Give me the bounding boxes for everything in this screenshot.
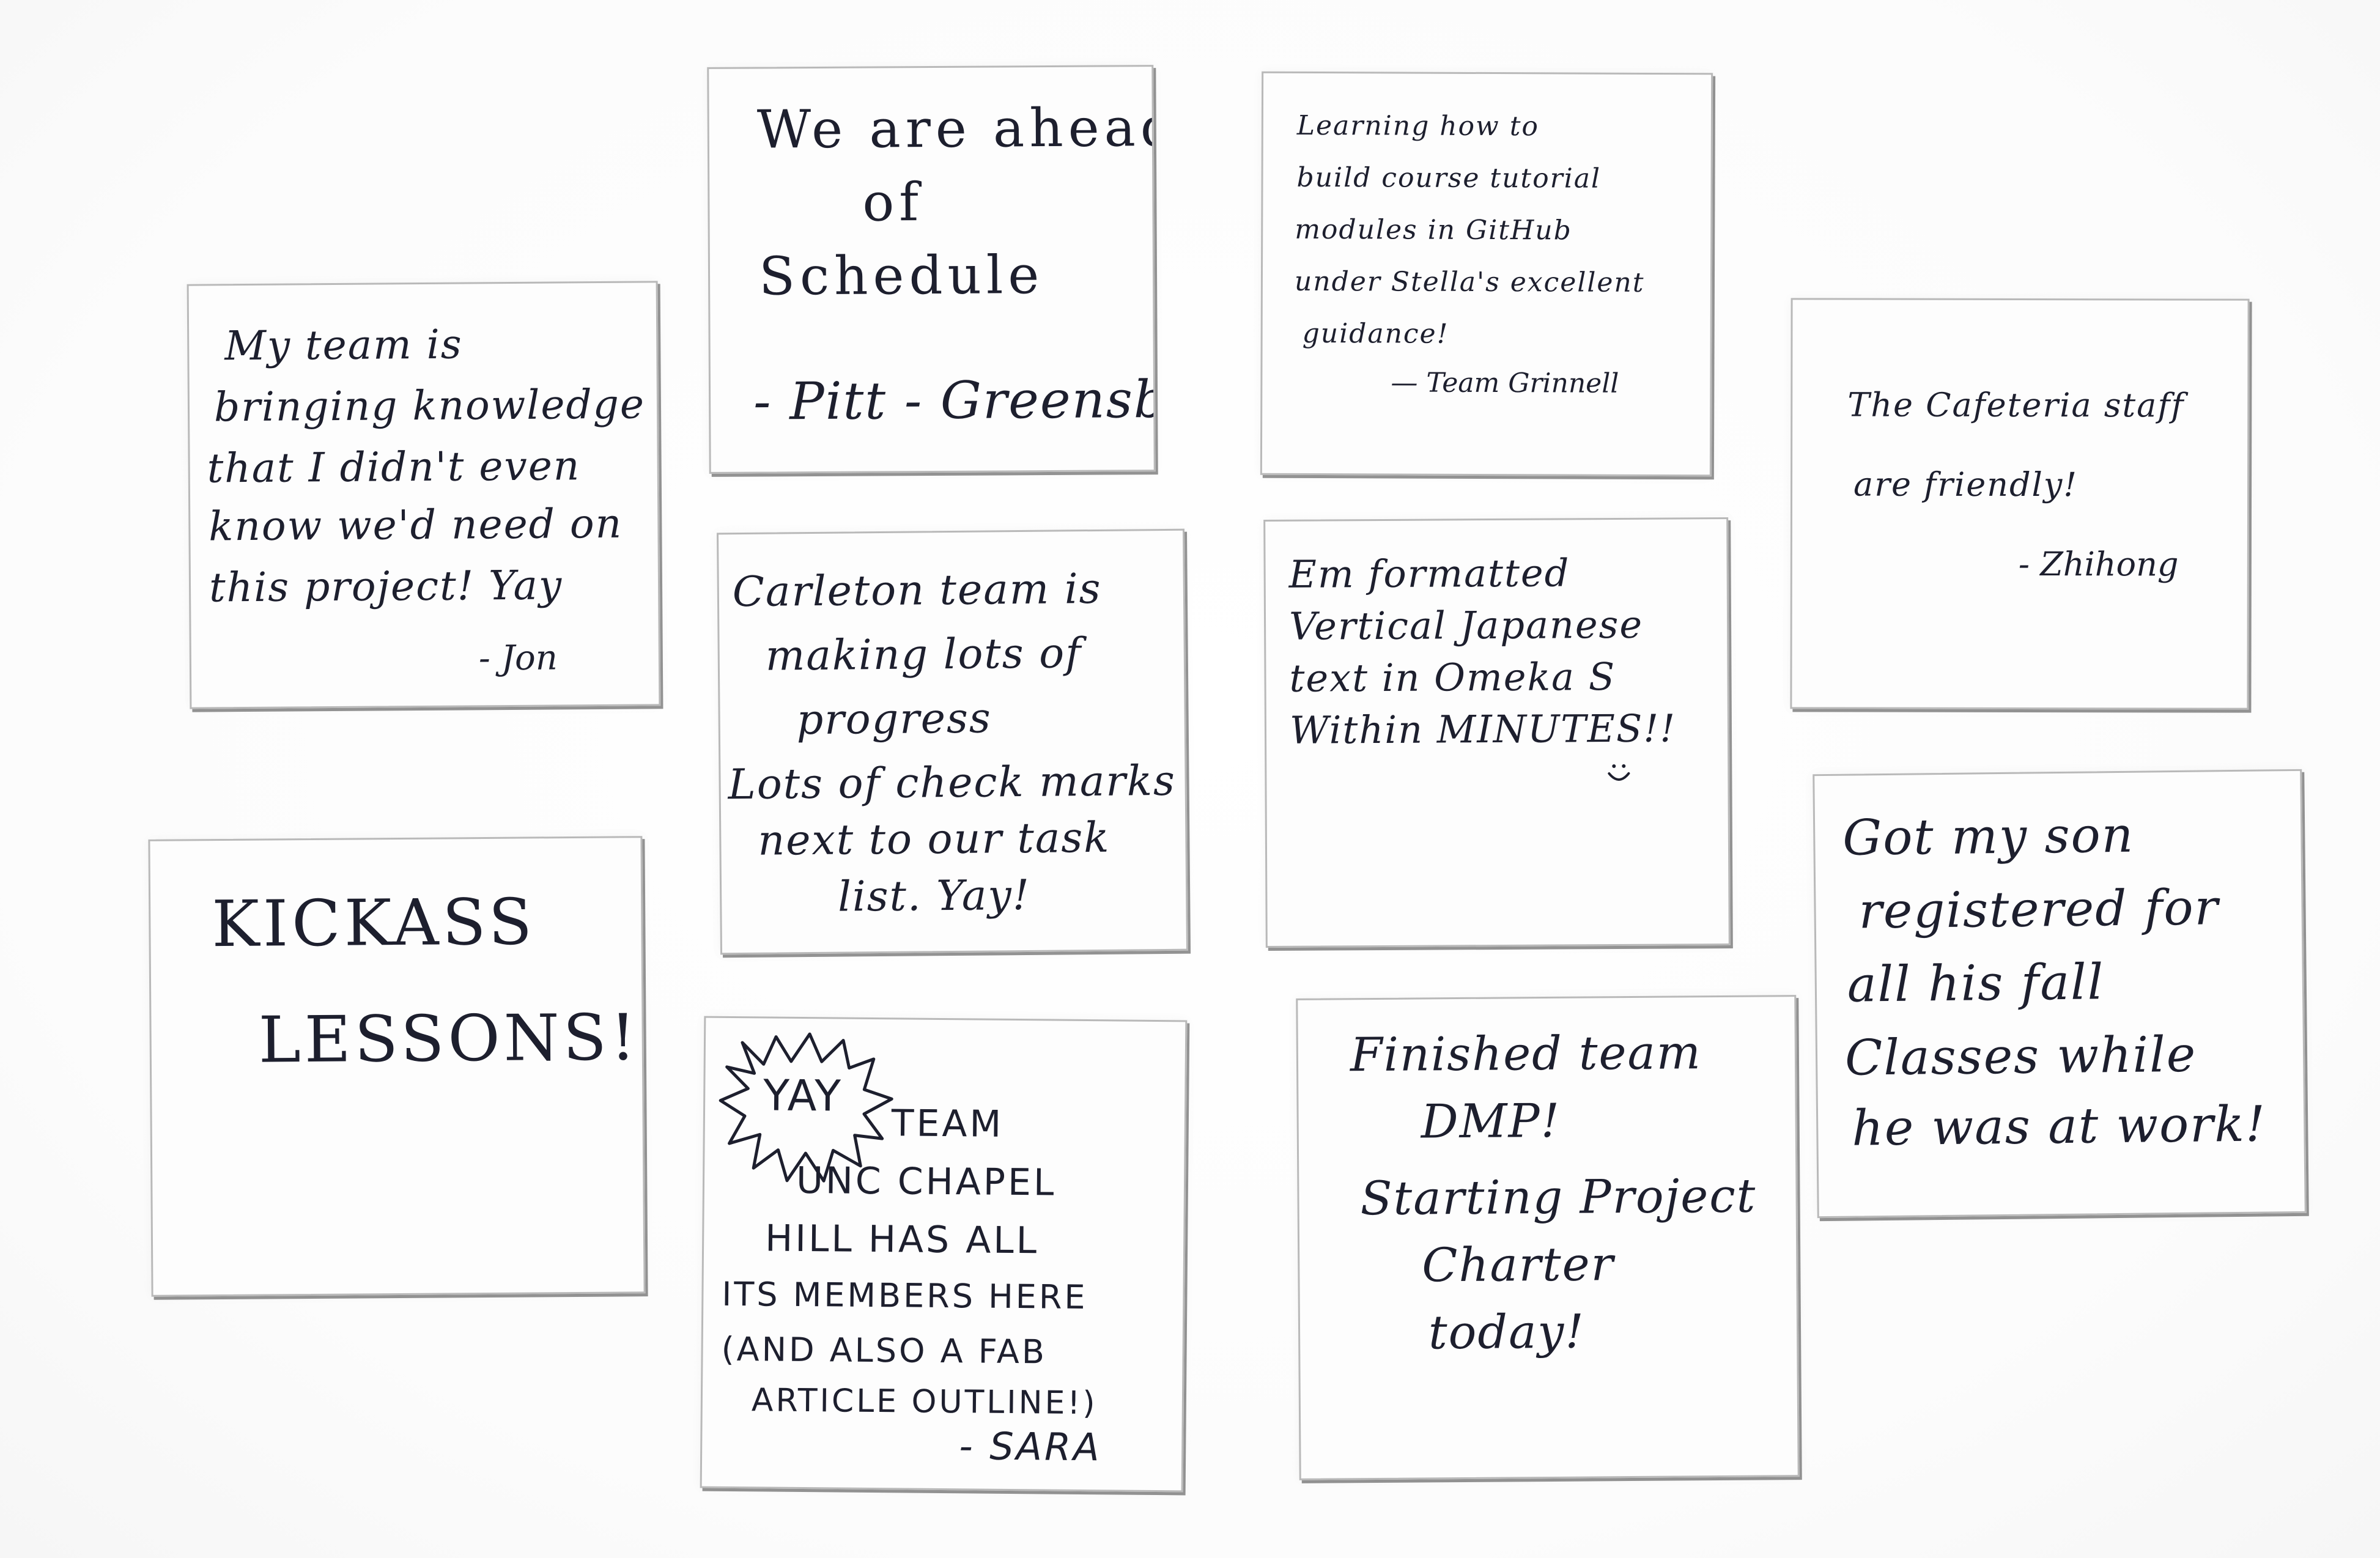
note-text-line: today!	[1428, 1304, 1586, 1360]
sticky-note-kickass-lessons: KICKASS LESSONS!	[148, 836, 646, 1297]
note-text-line: next to our task	[758, 813, 1111, 865]
note-text-line: Classes while	[1844, 1025, 2197, 1087]
note-text-line: Schedule	[758, 245, 1044, 308]
sticky-note-team-grinnell: Learning how to build course tutorial mo…	[1260, 71, 1713, 477]
note-text-line: ITS MEMBERS HERE	[722, 1274, 1088, 1317]
note-text-line: DMP!	[1421, 1093, 1561, 1149]
note-text-line: The Cafeteria staff	[1847, 385, 2185, 425]
note-text-line: ARTICLE OUTLINE!)	[751, 1382, 1098, 1422]
note-text-line: bringing knowledge	[213, 380, 646, 431]
note-text-line: making lots of	[765, 629, 1082, 681]
note-text-line: build course tutorial	[1296, 161, 1602, 194]
note-text-line: he was at work!	[1851, 1095, 2267, 1157]
note-text-line: list. Yay!	[837, 871, 1031, 921]
smiley-icon	[1608, 764, 1630, 781]
note-text-line: TEAM	[891, 1102, 1004, 1146]
note-signature: - SARA	[958, 1423, 1102, 1470]
sticky-note-carleton: Carleton team is making lots of progress…	[717, 528, 1188, 955]
note-text-line: UNC CHAPEL	[796, 1159, 1057, 1205]
note-text-line: of	[862, 172, 924, 234]
note-text-line: guidance!	[1302, 317, 1449, 350]
note-text-line: (AND ALSO A FAB	[721, 1329, 1048, 1372]
note-text-line: modules in GitHub	[1295, 213, 1572, 246]
note-text-line: HILL HAS ALL	[764, 1217, 1040, 1263]
note-text-line: know we'd need on	[209, 500, 623, 550]
sticky-note-finished-dmp: Finished team DMP! Starting Project Char…	[1296, 995, 1800, 1480]
note-text-line: Starting Project	[1360, 1168, 1757, 1226]
sticky-note-jon: My team is bringing knowledge that I did…	[187, 281, 661, 709]
note-text-line: text in Omeka S	[1289, 654, 1616, 701]
note-signature: — Team Grinnell	[1391, 367, 1619, 399]
note-text-line: all his fall	[1847, 953, 2105, 1013]
note-text-line: this project! Yay	[209, 561, 563, 611]
note-text-line: Carleton team is	[732, 564, 1102, 617]
note-text-line: progress	[796, 694, 992, 745]
sticky-note-pitt-greensburg: We are ahead of Schedule - Pitt - Greens…	[707, 65, 1156, 474]
sticky-note-japanese-text: Em formatted Vertical Japanese text in O…	[1263, 517, 1731, 948]
note-signature: - Jon	[478, 638, 558, 679]
note-text-line: Charter	[1421, 1236, 1615, 1293]
note-text-line: My team is	[224, 320, 463, 370]
note-text-line: Learning how to	[1296, 109, 1540, 142]
note-text-line: LESSONS!	[258, 1000, 640, 1077]
starburst-icon	[719, 1032, 893, 1183]
sticky-note-unc-chapel-hill: YAY TEAM UNC CHAPEL HILL HAS ALL ITS MEM…	[700, 1016, 1188, 1493]
burst-label: YAY	[763, 1070, 843, 1121]
note-text-line: Lots of check marks	[728, 756, 1177, 810]
note-text-line: KICKASS	[211, 884, 536, 962]
note-text-line: We are ahead	[756, 97, 1156, 161]
note-text-line: Got my son	[1842, 806, 2135, 866]
note-signature: - Zhihong	[2018, 544, 2179, 584]
note-text-line: are friendly!	[1853, 465, 2079, 504]
note-text-line: Vertical Japanese	[1288, 602, 1644, 649]
sticky-note-zhihong: The Cafeteria staff are friendly! - Zhih…	[1790, 298, 2250, 710]
note-signature: - Pitt - Greensburg	[753, 369, 1156, 432]
note-text-line: registered for	[1858, 879, 2220, 940]
sticky-note-son-registered: Got my son registered for all his fall C…	[1813, 769, 2307, 1219]
note-text-line: Within MINUTES!!	[1289, 706, 1677, 753]
note-text-line: Finished team	[1350, 1025, 1702, 1082]
note-text-line: under Stella's excellent	[1294, 265, 1645, 298]
note-text-line: Em formatted	[1288, 550, 1570, 597]
note-text-line: that I didn't even	[207, 442, 581, 492]
